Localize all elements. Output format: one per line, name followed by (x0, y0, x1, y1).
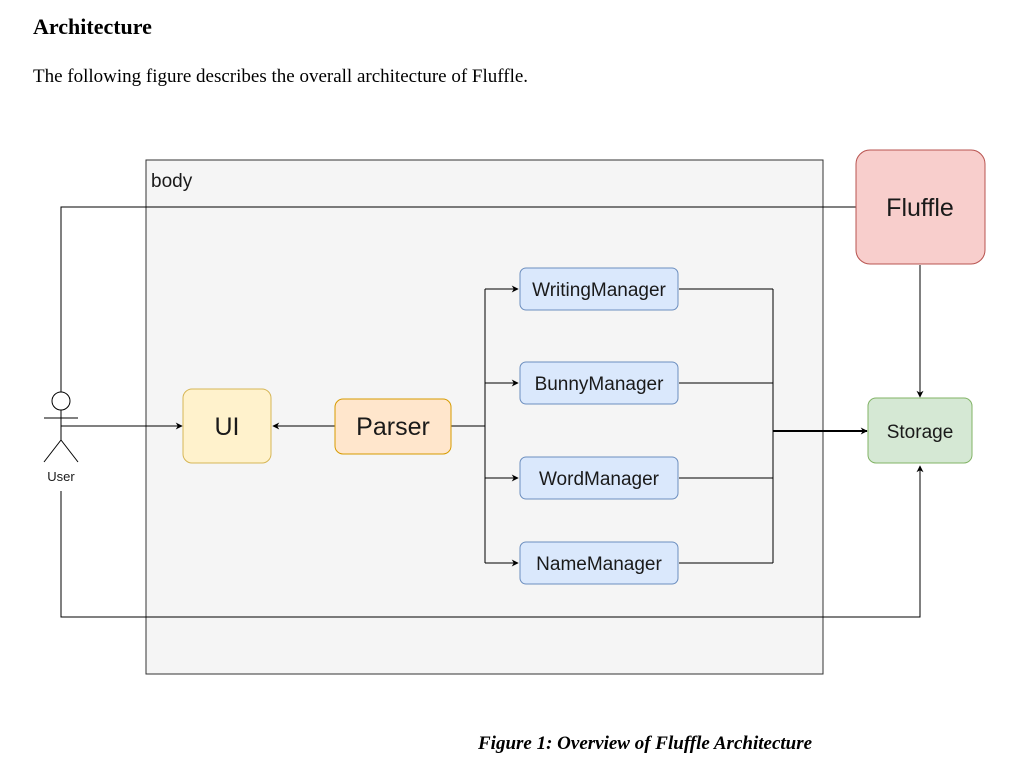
word-manager-box (519, 456, 679, 500)
section-heading: Architecture (33, 14, 152, 39)
user-actor (43, 391, 79, 463)
storage-label: Storage (887, 422, 954, 443)
parser-label: Parser (356, 413, 430, 441)
connector-user-storage (60, 465, 924, 618)
user-actor-label: User (47, 469, 75, 484)
bunny-manager-box (519, 361, 679, 405)
parser-node: Parser (334, 398, 452, 455)
writing-manager-node: WritingManager (519, 267, 679, 311)
ui-box (182, 388, 272, 464)
writing-manager-box (519, 267, 679, 311)
intro-paragraph: The following figure describes the overa… (33, 66, 529, 87)
body-container-label: body (151, 171, 193, 192)
word-manager-node: WordManager (519, 456, 679, 500)
fluffle-node: Fluffle (855, 149, 986, 265)
name-manager-node: NameManager (519, 541, 679, 585)
connector-parser-bus (451, 289, 486, 563)
connectors (60, 206, 924, 618)
storage-box (867, 397, 973, 464)
ui-node: UI (182, 388, 272, 464)
bunny-manager-node: BunnyManager (519, 361, 679, 405)
connector-user-fluffle (60, 206, 856, 392)
ui-label: UI (215, 413, 240, 441)
user-actor-head (51, 391, 71, 411)
name-manager-label: NameManager (536, 554, 662, 575)
bunny-manager-label: BunnyManager (535, 374, 665, 395)
fluffle-label: Fluffle (886, 194, 954, 222)
name-manager-box (519, 541, 679, 585)
parser-box (334, 398, 452, 455)
connector-managers-bus (679, 288, 774, 564)
figure-caption: Figure 1: Overview of Fluffle Architectu… (478, 733, 813, 754)
fluffle-box (855, 149, 986, 265)
writing-manager-label: WritingManager (532, 280, 666, 301)
storage-node: Storage (867, 397, 973, 464)
word-manager-label: WordManager (539, 469, 660, 490)
